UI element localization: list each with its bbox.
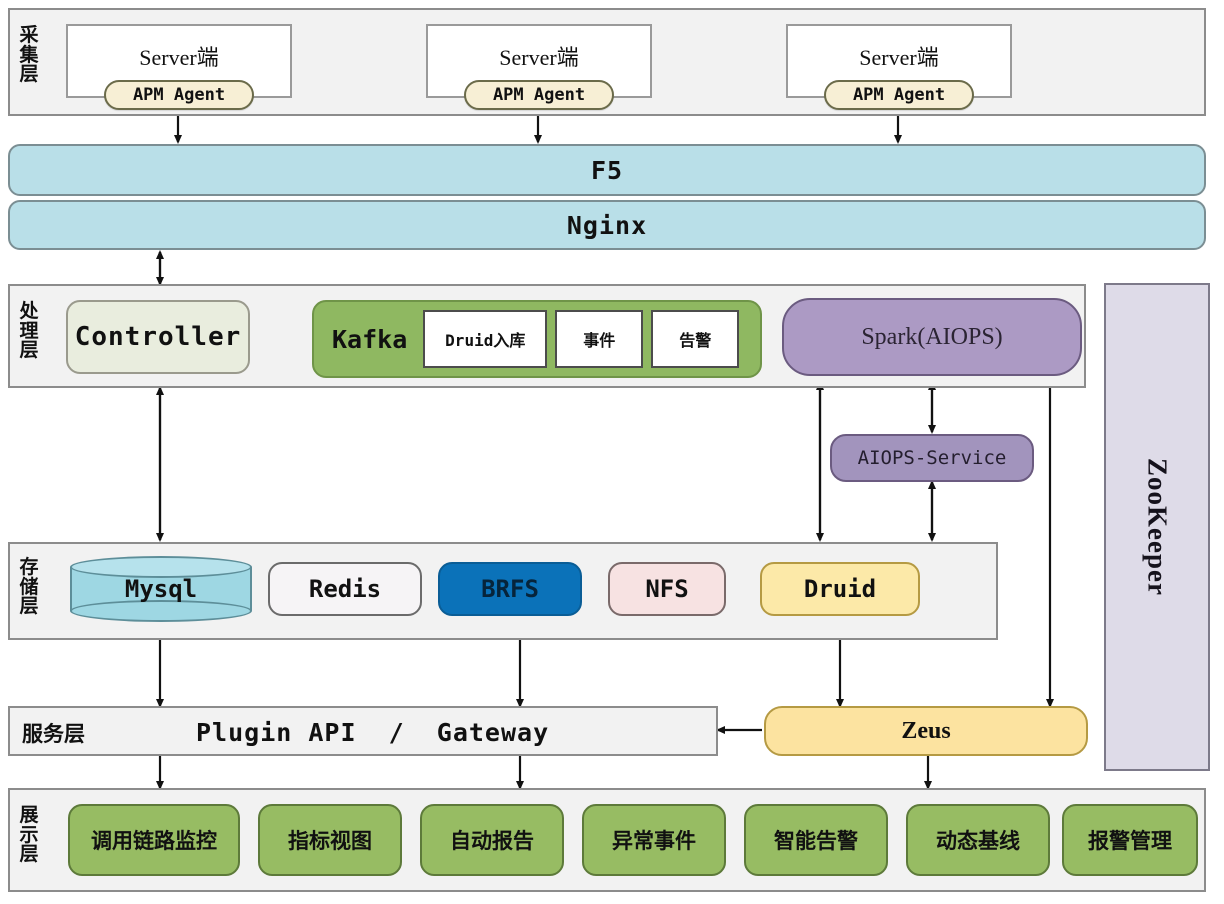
zookeeper-label: ZooKeeper [1142,458,1173,596]
controller-label: Controller [74,322,242,352]
aiops-service-label: AIOPS-Service [857,447,1007,469]
aiops-service-node: AIOPS-Service [830,434,1034,482]
nginx-label: Nginx [566,210,648,240]
presentation-card-anomaly-event[interactable]: 异常事件 [582,804,726,876]
kafka-group: Kafka Druid入库 事件 告警 [312,300,762,378]
server-title: Server端 [859,45,939,70]
apm-agent-label: APM Agent [132,85,226,105]
presentation-card-auto-report[interactable]: 自动报告 [420,804,564,876]
card-label: 指标视图 [288,829,372,853]
apm-agent-2: APM Agent [464,80,614,110]
apm-agent-label: APM Agent [852,85,946,105]
f5-label: F5 [590,155,624,185]
redis-label: Redis [308,575,382,603]
card-label: 调用链路监控 [91,829,217,853]
kafka-label: Kafka [332,324,408,354]
zookeeper-node: ZooKeeper [1104,283,1210,771]
presentation-card-metric-view[interactable]: 指标视图 [258,804,402,876]
kafka-topic-alarm: 告警 [651,310,740,368]
card-label: 动态基线 [936,829,1020,853]
storage-druid: Druid [760,562,920,616]
server-title: Server端 [499,45,579,70]
storage-nfs: NFS [608,562,726,616]
druid-label: Druid [803,575,877,603]
card-label: 智能告警 [774,829,858,853]
presentation-card-smart-alarm[interactable]: 智能告警 [744,804,888,876]
kafka-topic-label: 事件 [583,331,616,350]
zeus-node: Zeus [764,706,1088,756]
service-layer-label: 服务层 [22,722,85,746]
kafka-topic-label: Druid入库 [445,331,526,350]
nginx-bar: Nginx [8,200,1206,250]
zeus-label: Zeus [901,717,951,744]
spark-label: Spark(AIOPS) [861,323,1003,350]
mysql-label: Mysql [124,575,198,603]
f5-bar: F5 [8,144,1206,196]
apm-agent-label: APM Agent [492,85,586,105]
processing-layer-label: 处理层 [19,300,39,362]
server-title: Server端 [139,45,219,70]
kafka-topic-druid: Druid入库 [423,310,548,368]
storage-layer-label: 存储层 [19,556,39,618]
service-layer-band [8,706,718,756]
presentation-card-dynamic-baseline[interactable]: 动态基线 [906,804,1050,876]
collection-layer-label: 采集层 [19,24,39,86]
nfs-label: NFS [645,575,689,603]
apm-agent-3: APM Agent [824,80,974,110]
controller-node: Controller [66,300,250,374]
cylinder-top [70,556,252,578]
spark-aiops-node: Spark(AIOPS) [782,298,1082,376]
card-label: 自动报告 [450,829,534,853]
cylinder-bottom [70,600,252,622]
apm-agent-1: APM Agent [104,80,254,110]
brfs-label: BRFS [481,575,539,603]
storage-mysql: Mysql [70,556,252,622]
presentation-card-alarm-management[interactable]: 报警管理 [1062,804,1198,876]
kafka-topic-label: 告警 [679,331,712,350]
storage-redis: Redis [268,562,422,616]
card-label: 异常事件 [612,829,696,853]
storage-brfs: BRFS [438,562,582,616]
presentation-layer-label: 展示层 [19,804,39,866]
plugin-api-gateway-text: Plugin API / Gateway [196,718,550,747]
presentation-card-trace[interactable]: 调用链路监控 [68,804,240,876]
kafka-topic-event: 事件 [555,310,644,368]
card-label: 报警管理 [1088,829,1172,853]
